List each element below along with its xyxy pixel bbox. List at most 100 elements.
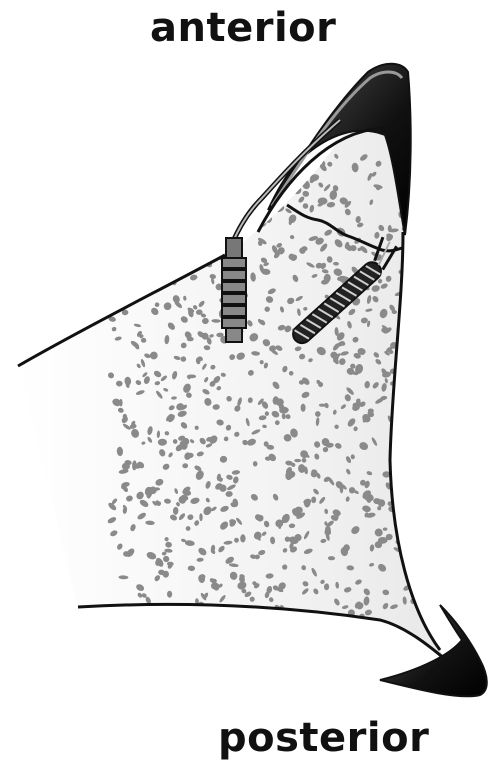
bone-speckle [251,167,261,178]
bone-speckle [179,149,188,157]
bone-speckle [220,612,229,618]
bone-speckle [207,173,214,182]
bone-speckle [160,146,166,154]
bone-speckle [416,405,423,413]
bone-speckle [422,439,428,445]
bone-speckle [393,473,405,484]
bone-speckle [112,269,118,274]
bone-speckle [168,263,173,273]
bone-speckle [421,151,430,158]
bone-speckle [196,197,203,207]
bone-speckle [420,440,426,445]
bone-speckle [161,213,171,222]
bone-speckle [422,342,429,352]
bone-speckle [263,159,273,169]
bone-speckle [407,252,417,262]
bone-speckle [115,159,125,169]
bone-speckle [187,375,196,379]
bone-speckle [147,229,158,240]
bone-speckle [152,261,160,268]
bone-speckle [176,201,186,210]
bone-speckle [294,459,301,462]
bone-speckle [421,270,429,278]
bone-speckle [171,167,176,174]
bone-speckle [413,440,417,450]
bone-speckle [409,524,416,531]
bone-speckle [108,294,117,302]
bone-speckle [246,180,256,191]
bone-speckle [158,217,165,223]
bone-speckle [425,513,434,522]
bone-speckle [117,250,122,260]
bone-speckle [134,205,143,209]
bone-speckle [423,536,431,544]
bone-speckle [415,520,424,530]
bone-speckle [394,406,403,415]
bone-speckle [111,207,119,215]
bone-speckle [112,224,121,233]
bone-speckle [420,161,429,172]
bone-speckle [173,236,182,246]
bone-speckle [157,210,166,216]
bone-speckle [161,168,173,179]
bone-speckle [134,180,140,185]
bone-speckle [423,588,430,598]
bone-speckle [260,151,268,158]
bone-speckle [424,478,430,487]
bone-speckle [193,607,201,616]
bone-speckle [167,591,172,598]
bone-speckle [257,206,265,213]
bone-speckle [415,580,425,591]
bone-speckle [118,204,128,214]
bone-speckle [213,610,222,617]
bone-speckle [276,155,286,165]
bone-speckle [245,166,249,171]
bone-speckle [148,153,152,162]
bone-speckle [144,279,150,285]
bone-speckle [201,191,207,197]
bone-speckle [409,287,420,298]
bone-speckle [133,151,140,158]
bone-speckle [128,612,134,618]
bone-speckle [108,181,118,191]
bone-speckle [211,169,219,174]
bone-speckle [238,184,247,192]
bone-speckle [421,184,428,192]
bone-speckle [423,295,433,305]
bone-speckle [227,216,234,223]
bone-speckle [140,207,149,217]
bone-speckle [153,245,159,253]
bone-speckle [164,236,171,244]
bone-speckle [145,213,155,223]
bone-speckle [159,191,164,199]
bone-speckle [196,608,206,617]
bone-speckle [174,262,181,270]
bone-speckle [408,219,414,223]
bone-speckle [421,149,426,156]
bone-speckle [420,431,431,441]
bone-speckle [133,224,142,233]
bone-speckle [112,615,119,620]
bone-speckle [399,383,407,393]
bone-speckle [189,193,194,200]
bone-speckle [203,609,212,616]
bone-speckle [422,478,430,484]
bone-speckle [152,224,158,230]
bone-speckle [179,252,188,261]
bone-speckle [250,611,258,619]
bone-speckle [424,360,431,370]
bone-speckle [116,274,124,281]
bone-speckle [222,220,231,231]
bone-speckle [191,158,198,167]
bone-speckle [175,224,185,235]
bone-speckle [140,204,149,213]
bone-speckle [400,440,408,448]
bone-speckle [422,543,432,549]
bone-speckle [294,180,301,187]
bone-speckle [401,370,410,376]
bone-speckle [414,483,421,491]
bone-speckle [125,187,132,194]
bone-speckle [412,299,419,307]
bone-speckle [125,267,131,274]
bone-speckle [181,154,190,161]
